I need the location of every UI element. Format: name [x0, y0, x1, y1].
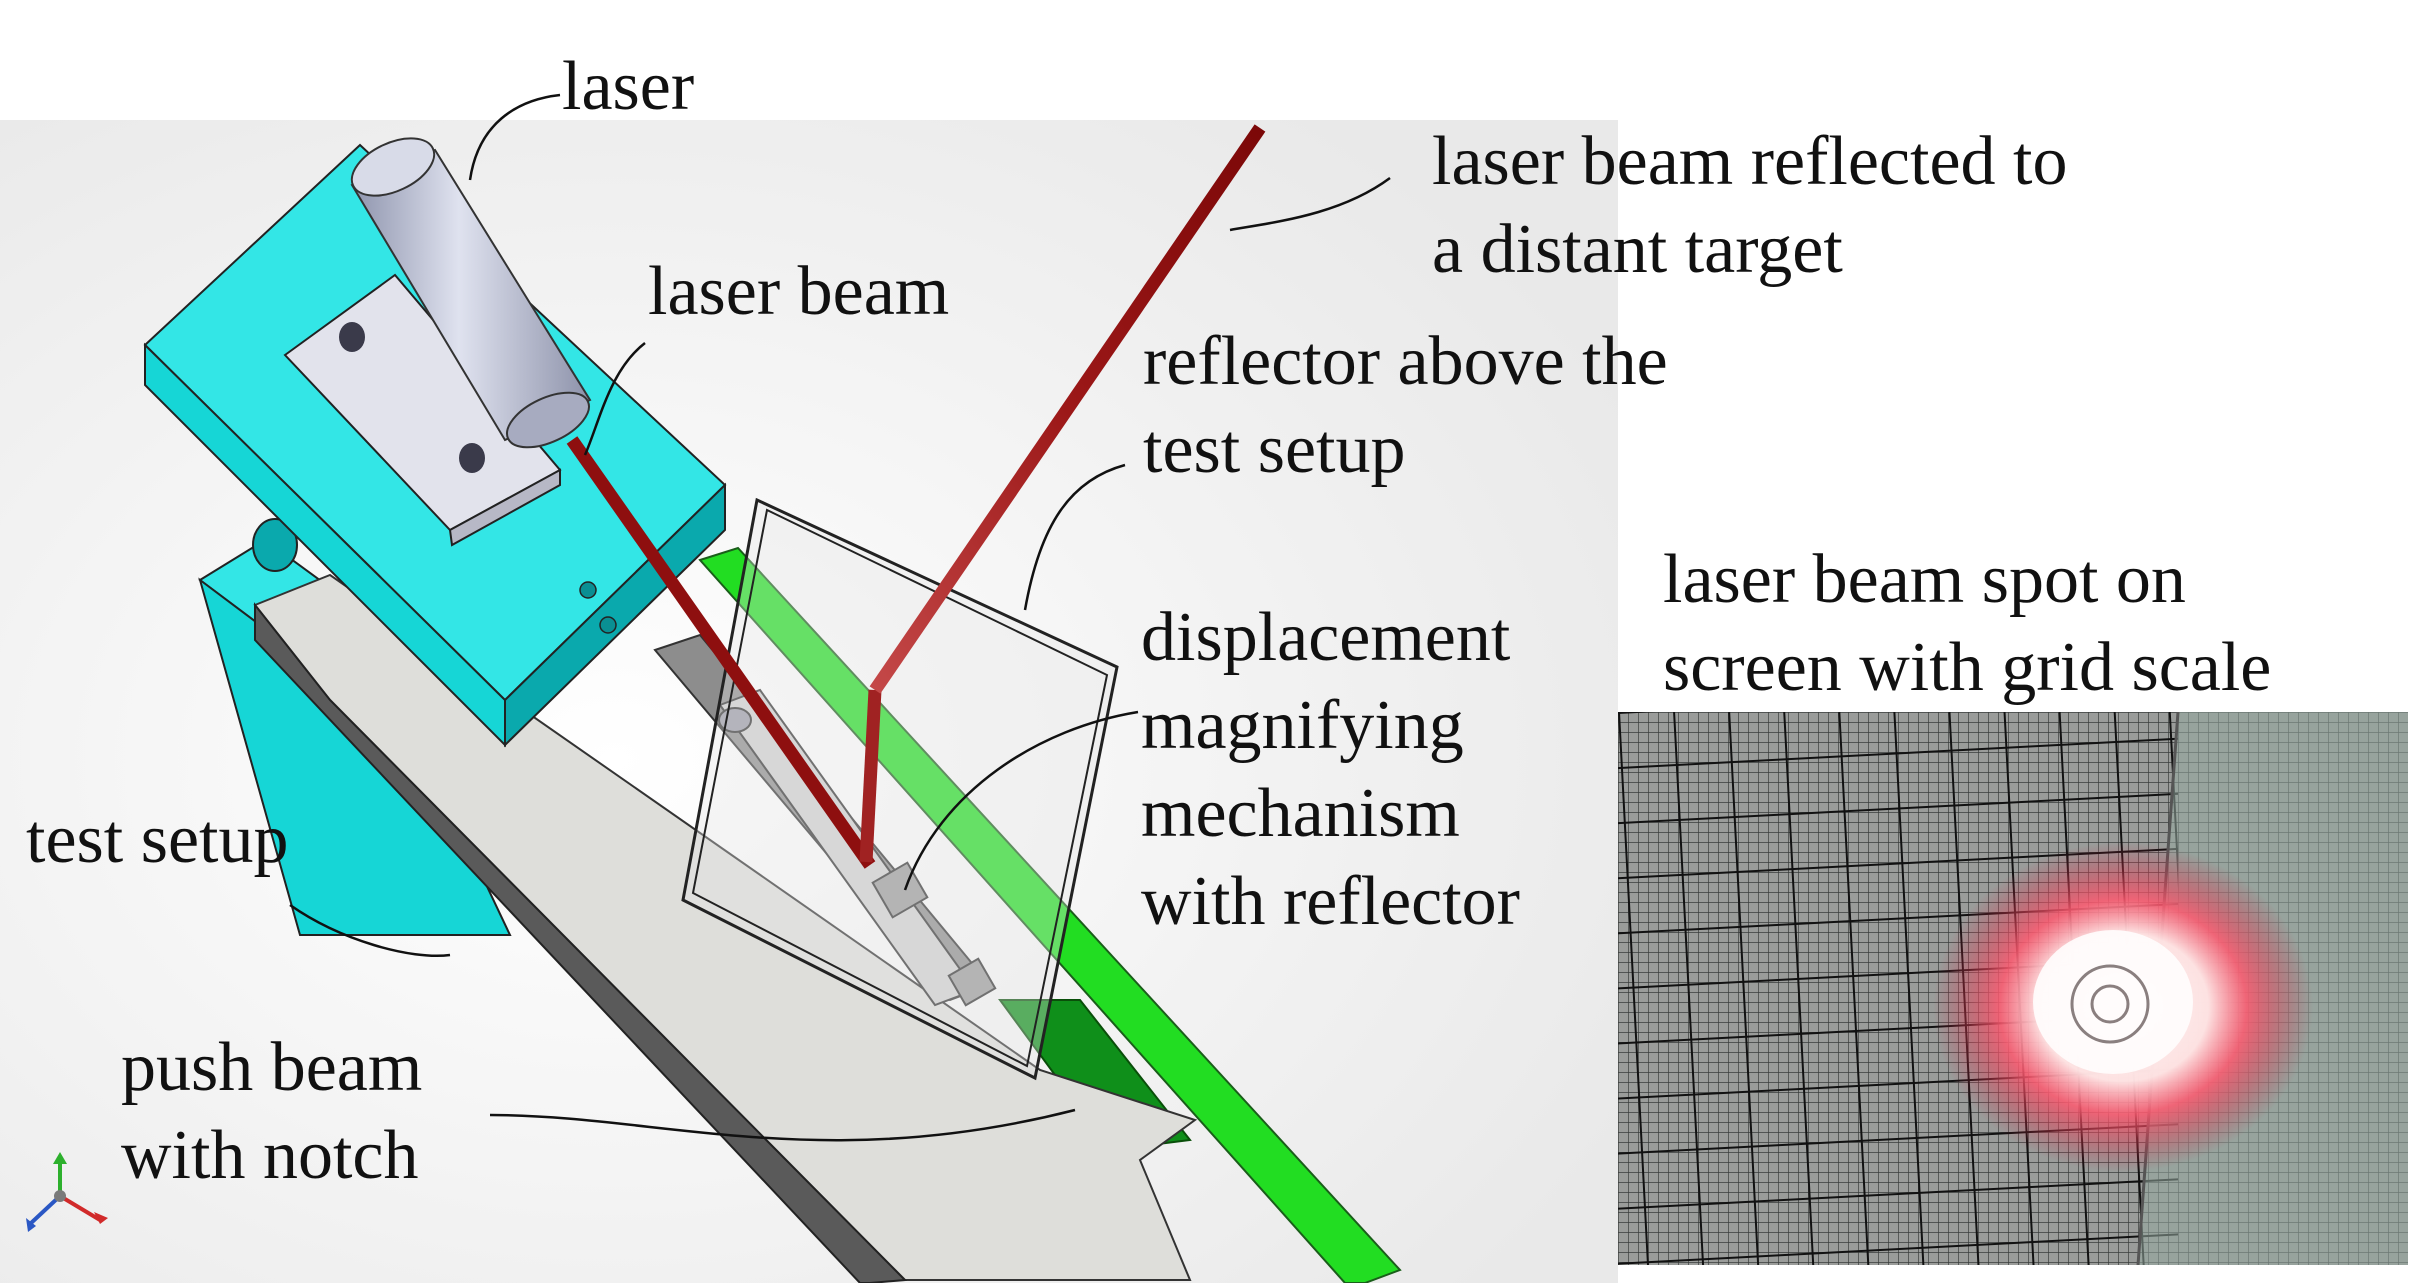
label-laser-beam: laser beam: [648, 253, 950, 330]
label-spot-line1: laser beam spot on: [1663, 541, 2186, 618]
leader-push-beam: [489, 1108, 1076, 1142]
label-push-line1: push beam: [121, 1029, 423, 1106]
label-test-setup: test setup: [26, 801, 289, 878]
magnifying-mechanism: [653, 633, 997, 1007]
label-laser: laser: [562, 48, 695, 125]
axis-triad-icon: [26, 1152, 108, 1232]
reflector-plate: [681, 497, 1119, 1081]
leader-test-setup: [289, 903, 451, 957]
laser-bracket: [283, 273, 562, 547]
laser-spot-photo: [1618, 712, 2408, 1265]
push-beam: [253, 573, 1198, 1283]
leader-mechanism: [903, 710, 1139, 891]
leader-reflector: [1023, 463, 1126, 611]
label-mechanism-line3: mechanism: [1141, 775, 1460, 852]
label-spot-line2: screen with grid scale: [1663, 629, 2272, 706]
label-reflected-line1: laser beam reflected to: [1432, 123, 2068, 200]
leader-laser: [468, 93, 561, 181]
label-reflector-line1: reflector above the: [1143, 323, 1668, 400]
leader-reflected: [1229, 176, 1391, 232]
label-reflector-line2: test setup: [1143, 411, 1406, 488]
leader-lines: [289, 93, 1391, 1142]
label-mechanism-line4: with reflector: [1141, 863, 1520, 940]
laser-cylinder: [350, 137, 592, 449]
leader-laser-beam: [583, 342, 646, 456]
laser-beam-path: [566, 124, 1266, 869]
label-mechanism-line2: magnifying: [1141, 687, 1464, 764]
label-push-line2: with notch: [121, 1117, 419, 1194]
label-mechanism-line1: displacement: [1141, 599, 1511, 676]
label-reflected-line2: a distant target: [1432, 211, 1843, 288]
